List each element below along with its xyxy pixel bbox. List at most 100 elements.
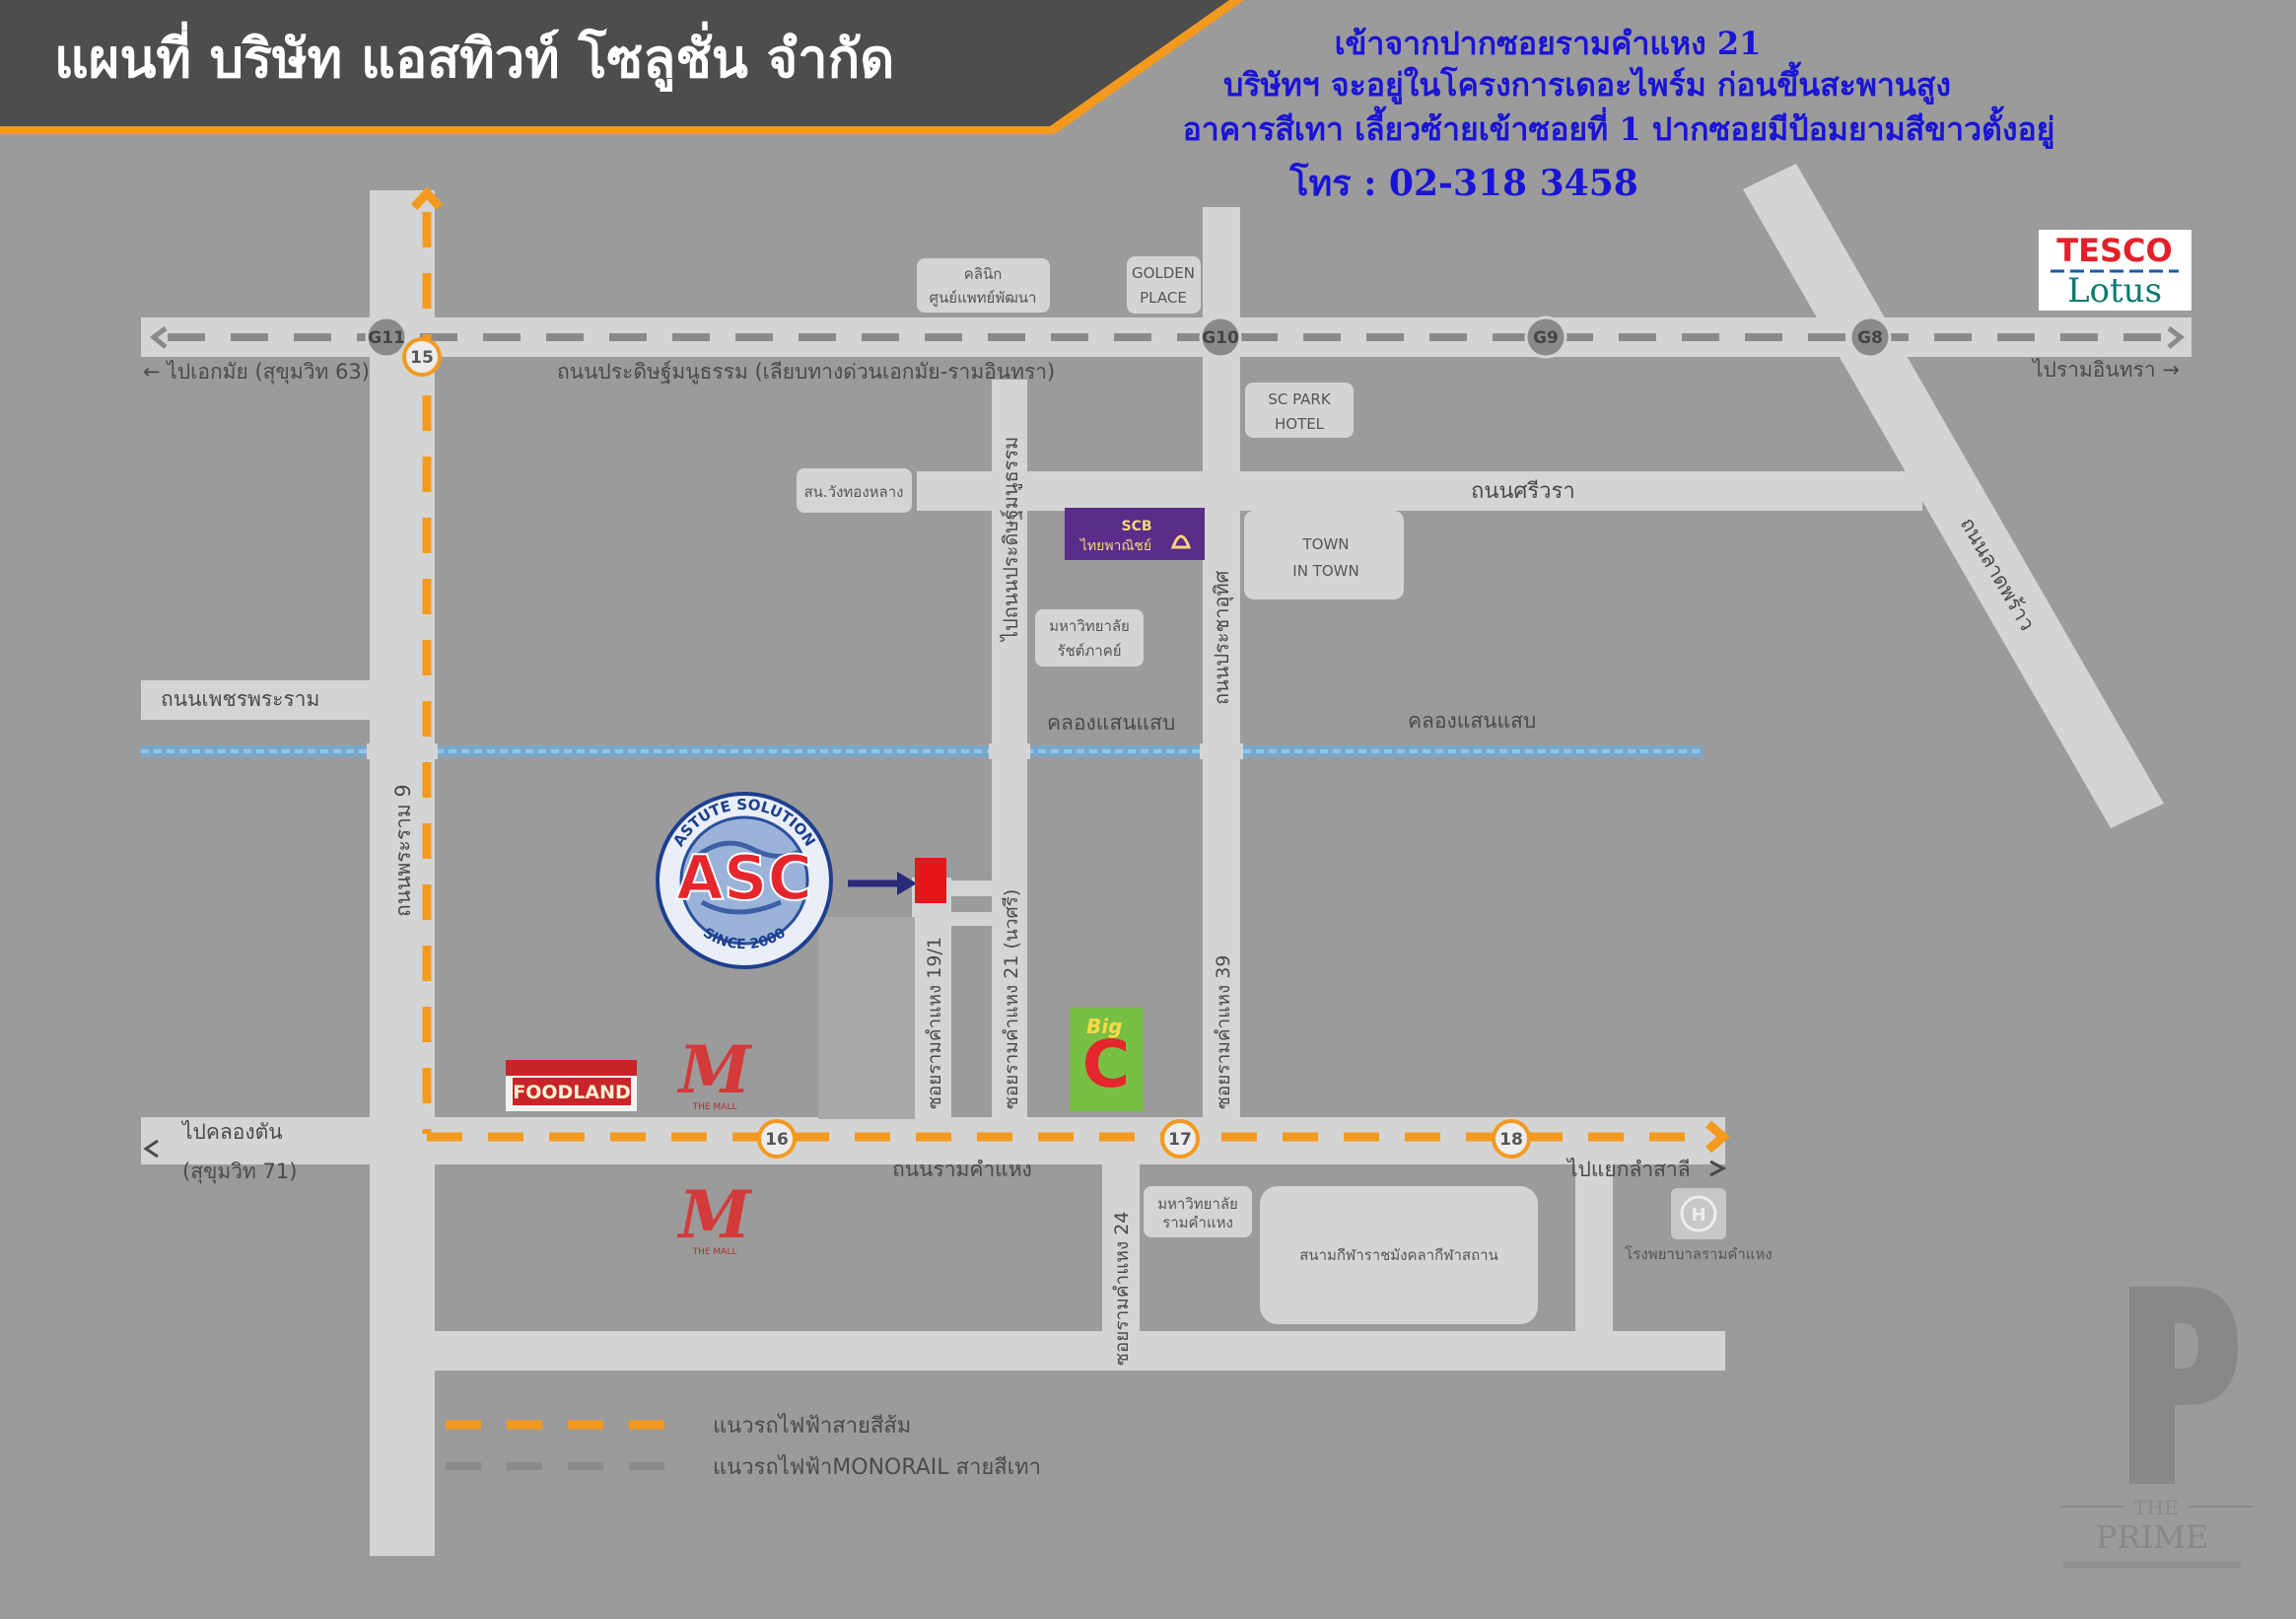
label-ekkamai-exit: ← ไปเอกมัย (สุขุมวิท 63): [143, 360, 370, 385]
svg-text:G9: G9: [1533, 328, 1559, 348]
the-mall-logo-south: M THE MALL: [676, 1176, 752, 1257]
svg-text:THE: THE: [2133, 1496, 2178, 1519]
label-pradit-vertical: ไปถนนประดิษฐ์มนูธรรม: [999, 437, 1023, 643]
prime-p-icon: [2129, 1287, 2238, 1484]
landmarks: คลินิก ศูนย์แพทย์พัฒนา GOLDEN PLACE SC P…: [797, 256, 1773, 1324]
soi-19-connector-2: [951, 912, 996, 926]
monorail-arrow-left-icon: [149, 326, 168, 349]
svg-text:ศูนย์แพทย์พัฒนา: ศูนย์แพทย์พัฒนา: [930, 289, 1037, 307]
stadium-box: สนามกีฬาราชมังคลากีฬาสถาน: [1260, 1186, 1538, 1324]
svg-text:H: H: [1691, 1205, 1705, 1226]
phetchaburi-road: [141, 680, 373, 720]
svg-text:มหาวิทยาลัย: มหาวิทยาลัย: [1157, 1195, 1238, 1213]
station-g10: G10: [1199, 316, 1242, 359]
legend: แนวรถไฟฟ้าสายสีส้ม แนวรถไฟฟ้าMONORAIL สา…: [446, 1413, 1041, 1480]
svg-text:C: C: [1082, 1026, 1130, 1102]
svg-text:THE MALL: THE MALL: [692, 1102, 737, 1112]
svg-text:คลินิก: คลินิก: [964, 265, 1003, 283]
svg-text:M: M: [676, 1176, 752, 1253]
svg-text:IN TOWN: IN TOWN: [1292, 562, 1358, 580]
svg-text:17: 17: [1168, 1130, 1192, 1150]
office-pointer: [848, 858, 946, 903]
svg-text:SCB: SCB: [1121, 519, 1151, 534]
orange-arrow-up-icon: [410, 186, 444, 211]
clinic-box: คลินิก ศูนย์แพทย์พัฒนา: [917, 258, 1050, 313]
label-soi-24: ซอยรามคำแหง 24: [1111, 1212, 1133, 1366]
arrow-right-icon: [1709, 1160, 1727, 1177]
svg-text:G8: G8: [1857, 328, 1883, 348]
office-location-marker: [915, 858, 946, 903]
town-in-town-box: TOWN IN TOWN: [1244, 511, 1404, 599]
label-soi-19: ซอยรามคำแหง 19/1: [924, 937, 945, 1109]
svg-text:18: 18: [1499, 1130, 1523, 1150]
university-box: มหาวิทยาลัย รัชต์ภาคย์: [1035, 609, 1144, 667]
seri-thai-road: [917, 471, 1922, 511]
orange-stations: 15 16 17 18: [402, 337, 1531, 1159]
page-title: แผนที่ บริษัท แอสทิวท์ โซลูชั่น จำกัด: [54, 21, 894, 92]
svg-text:TESCO: TESCO: [2056, 232, 2172, 269]
directions-text: เข้าจากปากซอยรามคำแหง 21 บริษัทฯ จะอยู่ใ…: [1183, 25, 2055, 204]
svg-text:สนามกีฬาราชมังคลากีฬาสถาน: สนามกีฬาราชมังคลากีฬาสถาน: [1299, 1246, 1498, 1264]
label-lam-sali-exit: ไปแยกลำสาลี: [1565, 1158, 1691, 1181]
label-seri-thai-road: ถนนศรีวรา: [1471, 479, 1575, 504]
label-ramintra-exit: ไปรามอินทรา →: [2031, 358, 2180, 382]
label-rama9-road: ถนนพระราม 9: [391, 784, 415, 917]
label-pracha-uthit-road: ถนนประชาอุทิศ: [1210, 570, 1234, 705]
the-prime-watermark: THE PRIME: [2060, 1287, 2253, 1568]
monorail-line: [149, 326, 2186, 349]
lat-phrao-road: [1743, 164, 2164, 828]
soi-19-road: [912, 878, 951, 1119]
tesco-lotus-logo: TESCO Lotus: [2039, 230, 2192, 311]
svg-text:G11: G11: [368, 328, 405, 348]
arrow-left-icon: [143, 1139, 159, 1159]
pracha-uthit-road: [1203, 207, 1240, 1119]
svg-text:PRIME: PRIME: [2096, 1518, 2208, 1556]
label-sukhumvit-71: (สุขุมวิท 71): [182, 1160, 297, 1184]
station-g11: G11: [365, 316, 408, 359]
svg-text:รามคำแหง: รามคำแหง: [1162, 1214, 1233, 1232]
svg-text:โรงพยาบาลรามคำแหง: โรงพยาบาลรามคำแหง: [1625, 1245, 1772, 1263]
scb-bank: SCB ไทยพาณิชย์: [1065, 508, 1205, 560]
soi-hospital-road: [1575, 1164, 1613, 1337]
label-soi-21: ซอยรามคำแหง 21 (นวศรี): [1001, 889, 1022, 1109]
directions-line-3: อาคารสีเทา เลี้ยวซ้ายเข้าซอยที่ 1 ปากซอย…: [1183, 106, 2055, 150]
ru-box: มหาวิทยาลัย รามคำแหง: [1144, 1186, 1252, 1237]
label-pradit-road: ถนนประดิษฐ์มนูธรรม (เลียบทางด่วนเอกมัย-ร…: [557, 360, 1055, 385]
police-station-box: สน.วังทองหลาง: [797, 468, 912, 513]
legend-grey-label: แนวรถไฟฟ้าMONORAIL สายสีเทา: [713, 1454, 1041, 1480]
monorail-arrow-right-icon: [2167, 326, 2186, 349]
svg-text:G10: G10: [1202, 328, 1239, 348]
label-khlong-tan-exit: ไปคลองตัน: [180, 1120, 283, 1144]
station-g9: G9: [1524, 316, 1567, 359]
big-c-logo: Big C: [1070, 1008, 1144, 1111]
label-canal-1: คลองแสนแสบ: [1047, 711, 1175, 735]
station-15: 15: [402, 337, 442, 377]
svg-text:HOTEL: HOTEL: [1275, 415, 1325, 433]
label-ramkhamhaeng-road: ถนนรามคำแหง: [892, 1158, 1032, 1181]
svg-text:มหาวิทยาลัย: มหาวิทยาลัย: [1049, 617, 1130, 635]
station-17: 17: [1160, 1119, 1200, 1159]
label-soi-39: ซอยรามคำแหง 39: [1213, 955, 1234, 1109]
bottom-road: [435, 1331, 1725, 1371]
svg-text:SC PARK: SC PARK: [1268, 390, 1332, 408]
soi-24-road: [1102, 1164, 1140, 1337]
svg-text:16: 16: [765, 1130, 789, 1150]
the-mall-logo-north: M THE MALL: [676, 1031, 752, 1112]
svg-text:M: M: [676, 1031, 752, 1108]
label-phetchaburi-road: ถนนเพชรพระราม: [161, 687, 319, 711]
asc-wordmark: ASC: [676, 842, 812, 914]
svg-text:TOWN: TOWN: [1301, 535, 1349, 553]
svg-text:PLACE: PLACE: [1140, 289, 1187, 307]
sc-park-hotel-box: SC PARK HOTEL: [1245, 383, 1354, 438]
hospital: H โรงพยาบาลรามคำแหง: [1625, 1188, 1773, 1263]
label-canal-2: คลองแสนแสบ: [1408, 709, 1536, 733]
svg-text:สน.วังทองหลาง: สน.วังทองหลาง: [804, 483, 904, 501]
phone-number: โทร : 02-318 3458: [1288, 162, 1638, 204]
svg-text:Big: Big: [1086, 1015, 1122, 1038]
asc-company-logo: ASC ASTUTE SOLUTION SINCE 2000: [656, 792, 833, 969]
foodland-logo: FOODLAND: [506, 1060, 637, 1111]
svg-text:GOLDEN: GOLDEN: [1132, 264, 1195, 282]
svg-text:รัชต์ภาคย์: รัชต์ภาคย์: [1057, 642, 1121, 660]
